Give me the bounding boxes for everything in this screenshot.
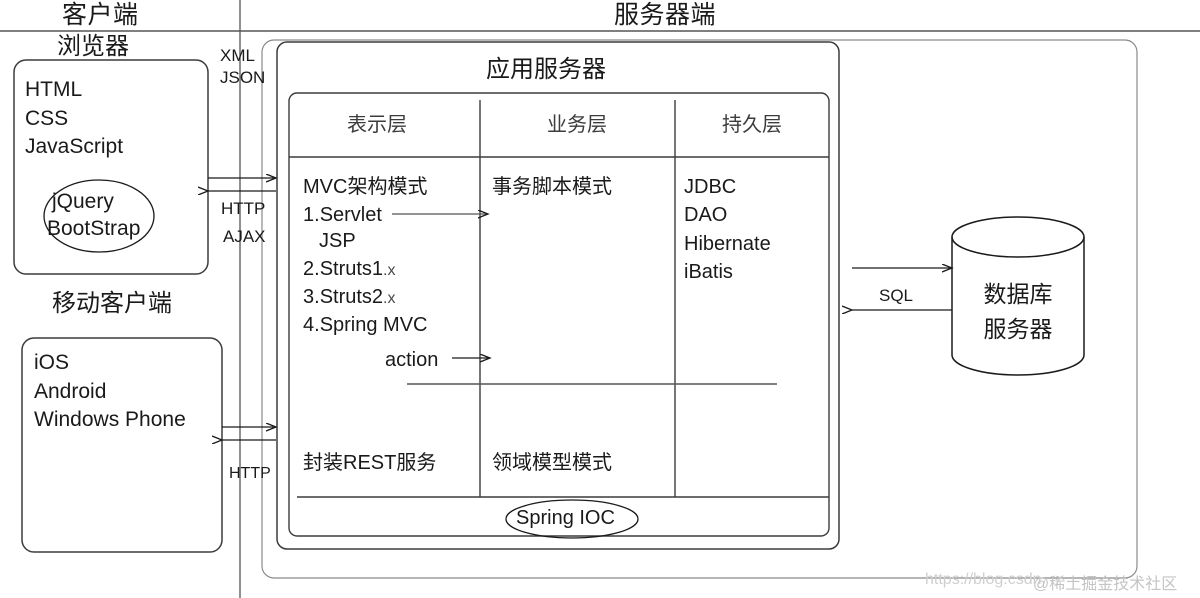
browser-lib-jquery: jQuery: [52, 190, 114, 213]
client-side-title: 客户端: [62, 1, 139, 29]
database-label-line2: 服务器: [983, 316, 1053, 342]
presentation-rest-service: 封装REST服务: [303, 452, 437, 474]
mobile-tech-windows-phone: Windows Phone: [34, 408, 186, 431]
database-label-line1: 数据库: [983, 281, 1053, 307]
application-server-title: 应用服务器: [486, 56, 606, 83]
connector-label-ajax: AJAX: [223, 227, 266, 246]
browser-lib-bootstrap: BootStrap: [47, 217, 141, 240]
connector-label-http-bottom: HTTP: [229, 465, 271, 482]
spring-ioc-label: Spring IOC: [516, 507, 615, 529]
presentation-item-struts2-name: Struts2: [319, 286, 384, 308]
persistence-item-hibernate: Hibernate: [684, 233, 771, 255]
presentation-item-spring-mvc: 4.Spring MVC: [303, 312, 428, 338]
connector-label-json: JSON: [220, 68, 266, 87]
browser-tech-css: CSS: [25, 107, 69, 130]
presentation-item-struts2: 3.Struts2.x: [303, 284, 396, 312]
watermark-handle: @稀土掘金技术社区: [1033, 576, 1178, 593]
presentation-item-servlet-num: 1.: [303, 204, 320, 226]
persistence-item-ibatis: iBatis: [684, 261, 733, 283]
presentation-item-servlet-name: Servlet: [319, 204, 382, 226]
layer-header-business: 业务层: [547, 114, 607, 136]
presentation-item-struts2-suffix: .x: [383, 290, 396, 307]
presentation-item-struts1-num: 2.: [303, 258, 320, 280]
connector-label-xml: XML: [220, 46, 255, 65]
business-pattern: 事务脚本模式: [492, 176, 612, 198]
server-side-title: 服务器端: [614, 1, 717, 29]
persistence-item-jdbc: JDBC: [684, 176, 737, 198]
mobile-section-label: 移动客户端: [52, 290, 172, 317]
presentation-item-spring-mvc-name: Spring MVC: [319, 314, 428, 336]
mobile-tech-android: Android: [34, 380, 107, 403]
browser-section-label: 浏览器: [57, 33, 129, 60]
layer-header-presentation: 表示层: [347, 114, 407, 136]
presentation-item-struts1-suffix: .x: [383, 262, 396, 279]
presentation-item-spring-mvc-num: 4.: [303, 314, 320, 336]
layer-header-persistence: 持久层: [722, 114, 782, 136]
connector-label-http-top: HTTP: [221, 199, 266, 218]
presentation-item-jsp: JSP: [319, 230, 356, 252]
mobile-tech-ios: iOS: [34, 351, 70, 374]
connector-label-sql: SQL: [879, 286, 914, 305]
browser-tech-javascript: JavaScript: [25, 135, 124, 158]
watermark-url: https://blog.csdn.: [925, 571, 1046, 588]
persistence-item-dao: DAO: [684, 204, 728, 226]
presentation-pattern: MVC架构模式: [303, 176, 428, 198]
presentation-item-struts1: 2.Struts1.x: [303, 256, 396, 284]
presentation-item-struts1-name: Struts1: [319, 258, 384, 280]
connector-label-action: action: [385, 349, 439, 371]
presentation-item-struts2-num: 3.: [303, 286, 320, 308]
browser-tech-html: HTML: [25, 78, 83, 101]
business-domain-model: 领域模型模式: [492, 452, 612, 474]
presentation-item-servlet: 1.Servlet: [303, 202, 382, 228]
